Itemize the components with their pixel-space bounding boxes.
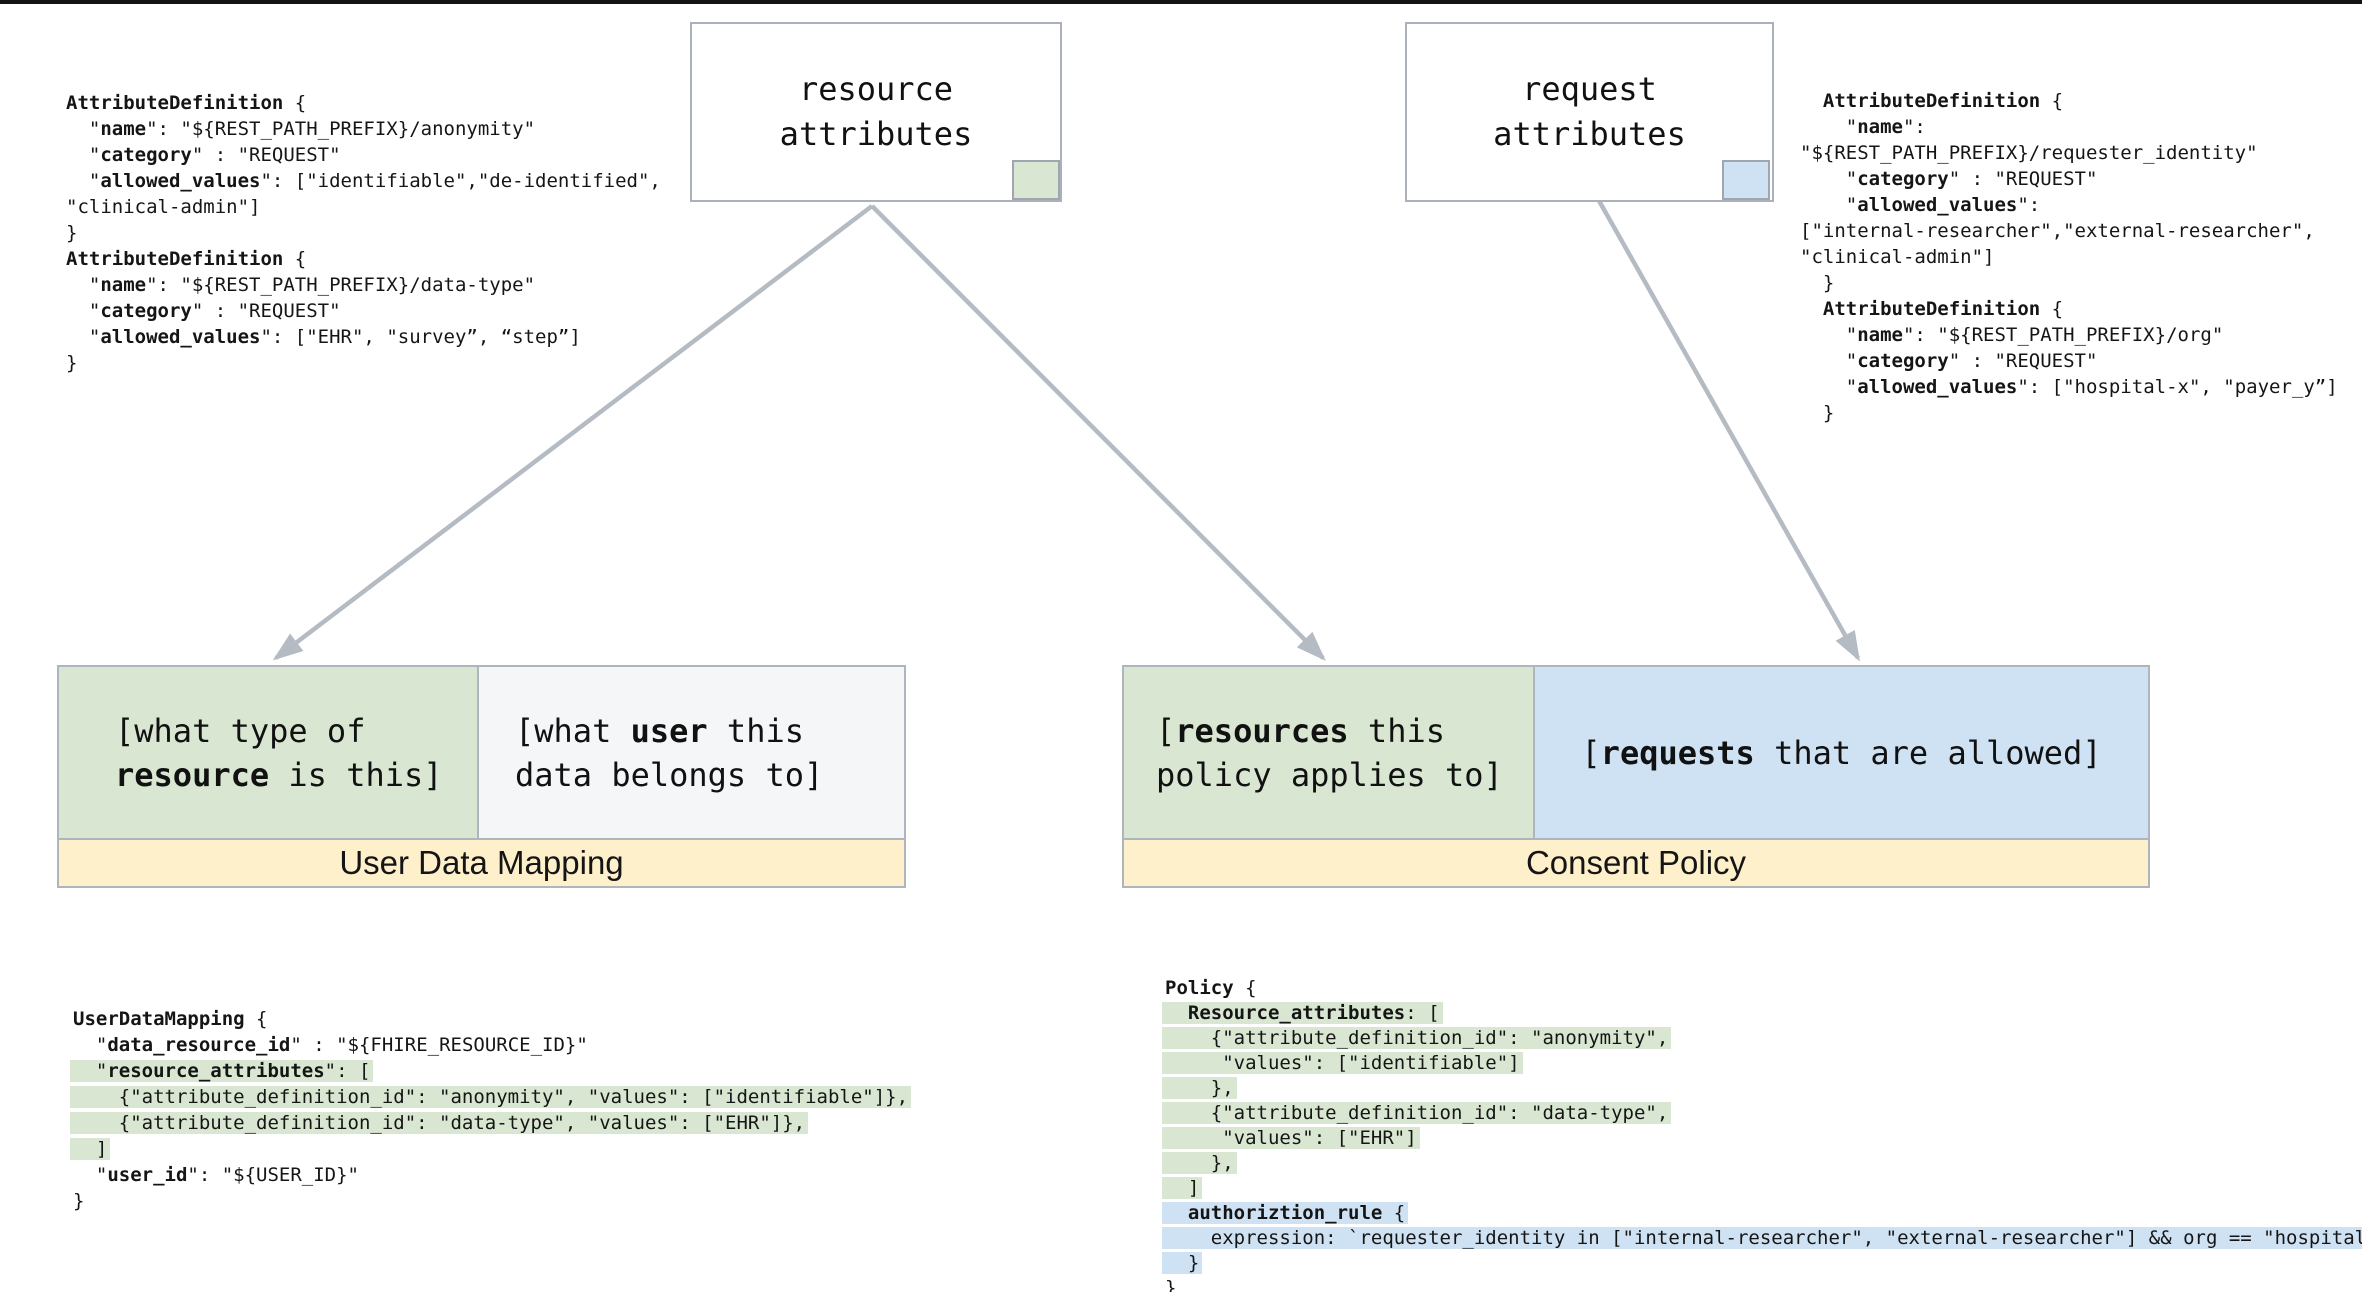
consent-policy-band: Consent Policy	[1122, 838, 2150, 888]
resource-attributes-box: resource attributes	[690, 22, 1062, 202]
resource-attributes-label: resource attributes	[779, 70, 973, 153]
user-data-mapping-code: UserDataMapping { "data_resource_id" : "…	[70, 1006, 912, 1214]
arrow-resource-to-consentpolicy	[870, 204, 1326, 661]
attribute-definition-resource-code: AttributeDefinition { "name": "${REST_PA…	[66, 92, 661, 374]
policy-requests-cell-text: [requests that are allowed]	[1581, 733, 2102, 772]
policy-resources-cell-text: [resources this policy applies to]	[1156, 711, 1503, 794]
consent-policy-band-label: Consent Policy	[1525, 844, 1747, 881]
policy-code: Policy { Resource_attributes: [ {"attrib…	[1162, 976, 2362, 1292]
udm-resource-cell-text: [what type of resource is this]	[115, 711, 443, 794]
request-attributes-label: request attributes	[1493, 70, 1686, 153]
user-data-mapping-band: User Data Mapping	[57, 838, 906, 888]
top-edge-line	[0, 0, 2362, 4]
request-blue-swatch	[1722, 160, 1770, 200]
udm-user-cell: [what user this data belongs to]	[477, 665, 906, 840]
udm-user-cell-text: [what user this data belongs to]	[515, 711, 824, 794]
request-attributes-box: request attributes	[1405, 22, 1774, 202]
policy-requests-cell: [requests that are allowed]	[1533, 665, 2150, 840]
udm-resource-cell: [what type of resource is this]	[57, 665, 479, 840]
attribute-definition-request-code: AttributeDefinition { "name":"${REST_PAT…	[1800, 90, 2338, 424]
user-data-mapping-band-label: User Data Mapping	[339, 844, 624, 881]
arrow-request-to-consentpolicy	[1596, 197, 1860, 662]
arrow-resource-to-userdatamapping	[272, 204, 874, 661]
policy-resources-cell: [resources this policy applies to]	[1122, 665, 1535, 840]
resource-green-swatch	[1012, 160, 1060, 200]
